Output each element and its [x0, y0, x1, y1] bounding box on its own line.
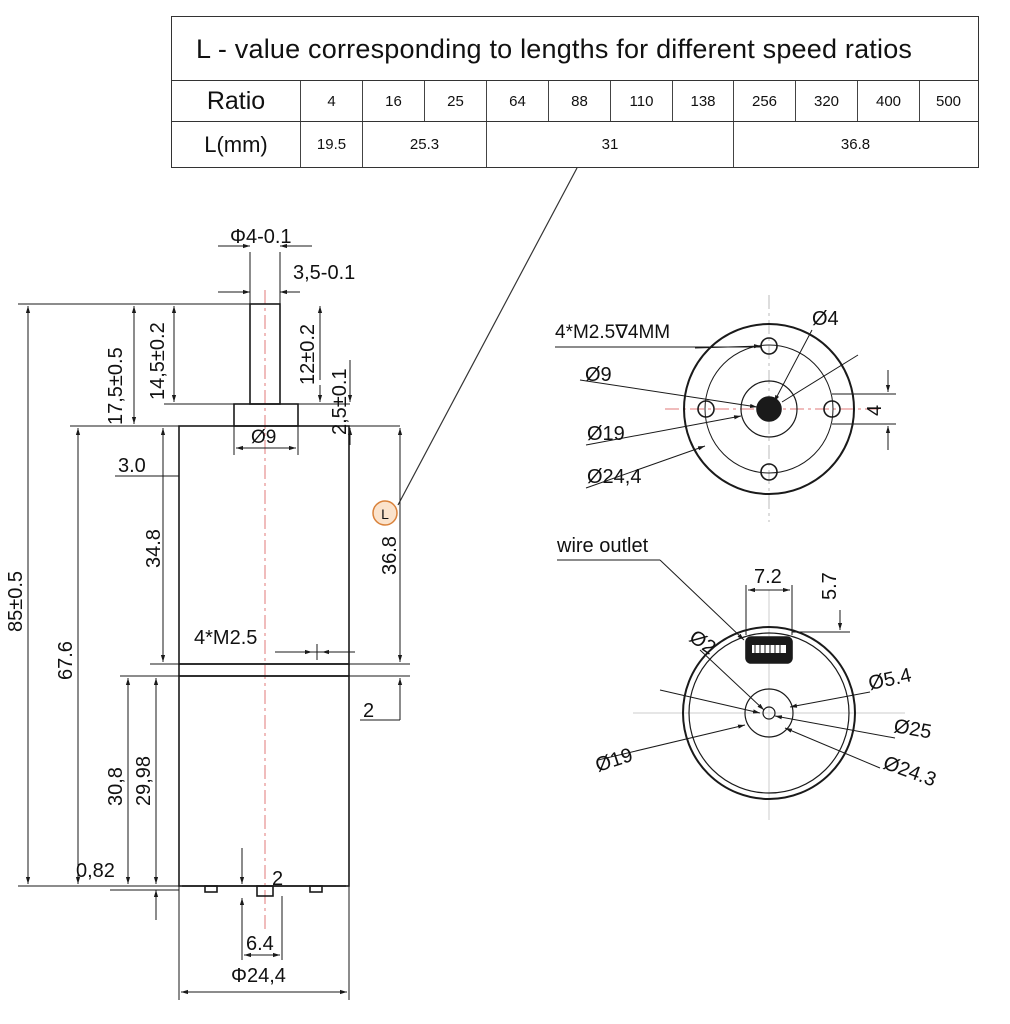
- flange-outer-circle: [683, 323, 855, 495]
- dim-30-8: 30,8: [105, 767, 127, 806]
- ratio-cell: 400: [857, 81, 919, 121]
- rear-inner-circle: [688, 632, 850, 794]
- ratio-cell: 138: [672, 81, 733, 121]
- ratio-header: Ratio: [206, 87, 266, 115]
- shaft-circle: [756, 396, 782, 422]
- mounting-pcd-circle: [704, 344, 834, 474]
- dim-6-4: 6.4: [246, 933, 274, 955]
- table-leader-line: [397, 167, 578, 506]
- dim-34-8: 34.8: [143, 529, 165, 568]
- side-view: [18, 243, 410, 1000]
- dim-2-5: 2,5±0.1: [329, 368, 351, 435]
- terminal: [256, 885, 274, 897]
- ratio-cell: 4: [300, 81, 362, 121]
- l-marker-circle: [372, 500, 398, 526]
- front-d24-label: Ø24,4: [587, 466, 641, 488]
- length-cell: 19.5: [300, 122, 362, 167]
- boss-diameter-label: Ø9: [251, 427, 276, 448]
- wire-outlet-label: wire outlet: [556, 535, 649, 557]
- ratio-cell: 25: [424, 81, 486, 121]
- length-row: L(mm) 19.5 25.3 31 36.8: [172, 122, 978, 167]
- rear-d5-4-label: Ø5.4: [866, 664, 913, 695]
- front-d19-label: Ø19: [587, 423, 625, 445]
- ratio-cell: 16: [362, 81, 424, 121]
- dim-0-82: 0,82: [76, 860, 115, 882]
- body-diameter-label: Φ24,4: [231, 965, 286, 987]
- front-view: [555, 295, 896, 522]
- rear-shaft-circle: [762, 706, 776, 720]
- l-marker-text: L: [381, 506, 389, 522]
- dim-2-gap: 2: [363, 700, 374, 722]
- rear-dim-5-7: 5.7: [819, 572, 841, 600]
- rear-view: [557, 559, 905, 820]
- front-dim-4: 4: [864, 405, 886, 416]
- length-cell: 25.3: [362, 122, 486, 167]
- dim-85: 85±0.5: [5, 571, 27, 632]
- rear-d24-3-label: Ø24.3: [880, 752, 939, 791]
- front-d9-label: Ø9: [585, 364, 612, 386]
- mounting-hole: [697, 400, 715, 418]
- thread-spec-label: 4*M2.5∇4MM: [555, 322, 670, 343]
- dim-67-6: 67.6: [55, 641, 77, 680]
- dim-3-0: 3.0: [118, 455, 146, 477]
- rear-d25-label: Ø25: [892, 715, 933, 743]
- rear-outer-circle: [682, 626, 856, 800]
- mounting-hole: [760, 463, 778, 481]
- table-title: L - value corresponding to lengths for d…: [172, 17, 978, 81]
- ratio-row: Ratio 4 16 25 64 88 110 138 256 320 400 …: [172, 81, 978, 122]
- dim-17-5: 17,5±0.5: [105, 347, 127, 425]
- dim-29-98: 29,98: [133, 756, 155, 806]
- ratio-cell: 256: [733, 81, 795, 121]
- ratio-cell: 320: [795, 81, 857, 121]
- dim-14-5: 14,5±0.2: [147, 322, 169, 400]
- length-cell: 36.8: [733, 122, 977, 167]
- rear-bearing-circle: [744, 688, 794, 738]
- front-d4-label: Ø4: [812, 308, 839, 330]
- motor-body: [178, 675, 350, 887]
- rear-dim-7-2: 7.2: [754, 566, 782, 588]
- mounting-hole: [823, 400, 841, 418]
- ratio-cell: 110: [610, 81, 672, 121]
- thread-label: 4*M2.5: [194, 627, 257, 649]
- boss-circle: [740, 380, 798, 438]
- ratio-cell: 500: [919, 81, 977, 121]
- rear-d19-label: Ø19: [593, 744, 636, 777]
- shaft-boss: [233, 403, 299, 427]
- length-header: L(mm): [204, 132, 268, 157]
- shaft-diameter-label: Φ4-0.1: [230, 226, 292, 248]
- dim-36-8: 36.8: [379, 536, 401, 575]
- ratio-cell: 64: [486, 81, 548, 121]
- shaft-flat-label: 3,5-0.1: [293, 262, 355, 284]
- dim-12: 12±0.2: [297, 324, 319, 385]
- ratio-length-table: L - value corresponding to lengths for d…: [171, 16, 979, 168]
- length-cell: 31: [486, 122, 733, 167]
- ratio-cell: 88: [548, 81, 610, 121]
- dim-2-terminal: 2: [272, 868, 283, 890]
